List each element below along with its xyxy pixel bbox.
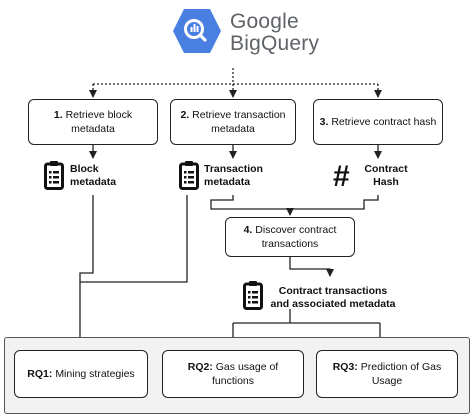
step-4-box: 4. Discover contract transactions bbox=[225, 217, 355, 257]
clipboard-icon bbox=[179, 161, 199, 190]
output-contract-transactions: Contract transactions and associated met… bbox=[270, 285, 396, 310]
rq1-text: Mining strategies bbox=[55, 368, 135, 380]
step-2-box: 2. Retrieve transaction metadata bbox=[170, 99, 296, 145]
line-transaction-rq1 bbox=[80, 195, 188, 283]
rq3-box: RQ3: Prediction of Gas Usage bbox=[316, 350, 458, 398]
clipboard-icon bbox=[44, 161, 64, 190]
hash-icon: # bbox=[333, 160, 350, 193]
output-contract-hash: Contract Hash bbox=[364, 163, 408, 188]
clipboard-icon bbox=[243, 281, 263, 310]
line-transaction-merge bbox=[210, 195, 290, 210]
output-transaction-metadata: Transaction metadata bbox=[204, 163, 263, 188]
step-4-text: Discover contract transactions bbox=[255, 224, 337, 250]
dotted-fanout bbox=[89, 68, 382, 98]
output-block-metadata: Block metadata bbox=[70, 163, 117, 188]
step-4-number: 4. bbox=[243, 224, 253, 236]
bigquery-icon bbox=[173, 9, 221, 53]
rq1-box: RQ1: Mining strategies bbox=[14, 350, 148, 398]
step-3-box: 3. Retrieve contract hash bbox=[313, 99, 443, 145]
step-3-text: Retrieve contract hash bbox=[331, 116, 437, 128]
rq1-id: RQ1: bbox=[27, 368, 53, 380]
line-hash-merge bbox=[290, 195, 379, 210]
step-3-number: 3. bbox=[319, 116, 329, 128]
rq2-text: Gas usage of functions bbox=[211, 361, 279, 387]
rq2-box: RQ2: Gas usage of functions bbox=[162, 350, 304, 398]
rq3-text: Prediction of Gas Usage bbox=[360, 361, 442, 387]
logo-text-bigquery: BigQuery bbox=[230, 32, 320, 55]
arrow-block-rq1 bbox=[76, 195, 94, 349]
bigquery-logo: Google BigQuery bbox=[172, 8, 322, 56]
step-1-text: Retrieve block metadata bbox=[65, 109, 133, 135]
rq2-id: RQ2: bbox=[187, 361, 213, 373]
step-1-box: 1. Retrieve block metadata bbox=[28, 99, 158, 145]
step-2-text: Retrieve transaction metadata bbox=[192, 109, 286, 135]
logo-text-google: Google bbox=[230, 10, 299, 33]
step-2-number: 2. bbox=[180, 109, 190, 121]
rq3-id: RQ3: bbox=[332, 361, 358, 373]
arrow-step4-output bbox=[289, 257, 334, 277]
step-1-number: 1. bbox=[53, 109, 63, 121]
